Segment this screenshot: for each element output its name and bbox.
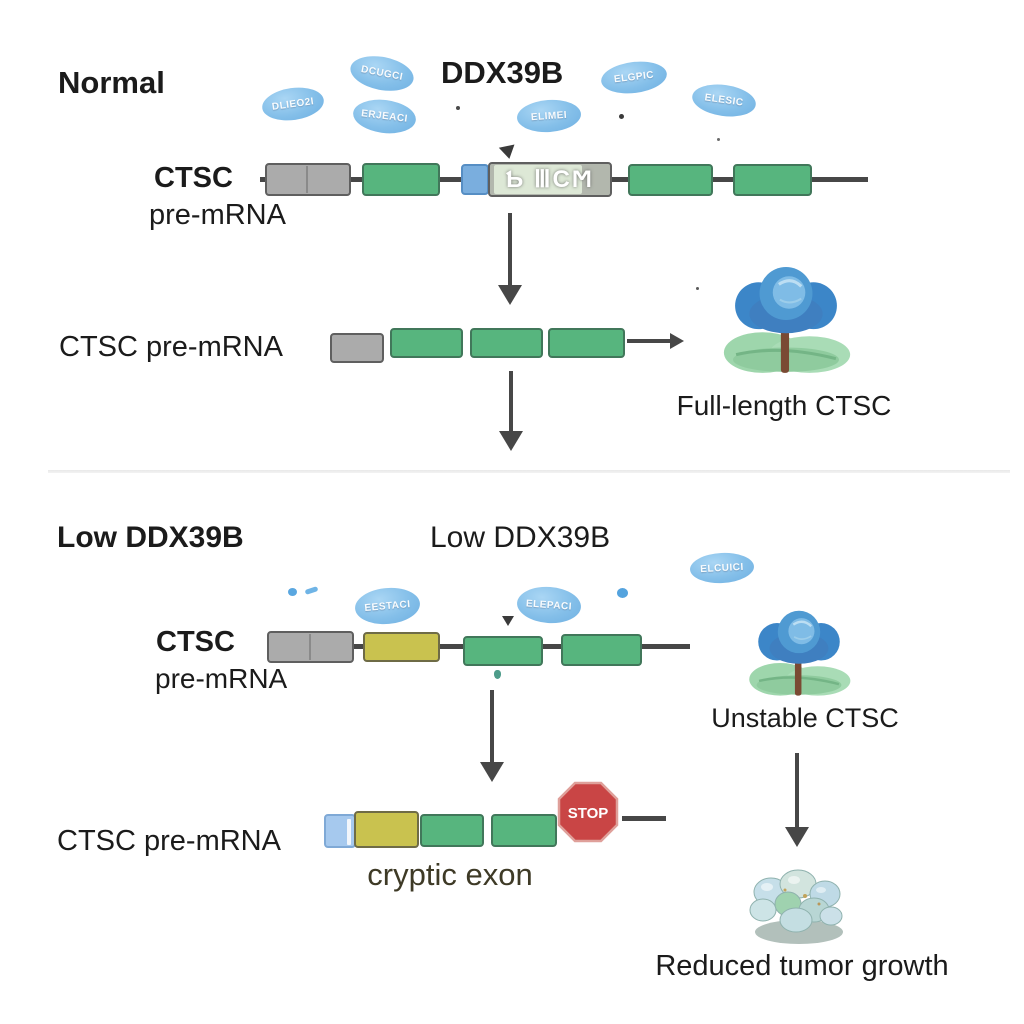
- speck: [617, 588, 628, 598]
- intron-box: [267, 631, 354, 663]
- intron-divider: [306, 166, 309, 193]
- intron-box: [330, 333, 384, 363]
- gene-name-label: CTSC: [154, 162, 233, 194]
- speck: [717, 138, 720, 141]
- speck: [288, 588, 297, 596]
- stop-sign-text: STOP: [568, 805, 609, 822]
- speck: [696, 287, 699, 290]
- ddx39b-molecule: DCUGCI: [347, 51, 417, 96]
- molecule-garble-text: DLIEO2I: [271, 95, 315, 113]
- full-length-ctsc-label: Full-length CTSC: [676, 390, 892, 421]
- low-condition-label: Low DDX39B: [430, 521, 611, 554]
- exon-box: [561, 634, 642, 666]
- exon-box: [390, 328, 463, 358]
- exon-box: [733, 164, 812, 196]
- tumor-cells-icon: [749, 869, 843, 944]
- speck: [619, 114, 624, 119]
- gene-type-label: pre-mRNA: [149, 199, 286, 231]
- molecule-garble-text: ELGPIC: [613, 69, 655, 86]
- binding-arrowhead-icon: [502, 616, 514, 626]
- molecule-garble-text: DCUGCI: [360, 64, 404, 83]
- exon-box: [470, 328, 543, 358]
- normal-section-label: Normal: [58, 65, 165, 100]
- molecule-garble-text: ERJEACI: [360, 108, 409, 125]
- tumor-arrow-head: [785, 827, 809, 847]
- utr-stripe: [347, 819, 351, 845]
- exon-box: [548, 328, 625, 358]
- ddx39b-molecule: EESTACI: [353, 585, 422, 627]
- speck: [494, 670, 501, 679]
- exon-box: [362, 163, 440, 196]
- speck: [456, 106, 460, 110]
- unstable-ctsc-tree-icon: [746, 609, 852, 699]
- intron-box: [265, 163, 351, 196]
- gene-name-label: CTSC: [156, 626, 235, 658]
- molecule-garble-text: ELIMEI: [530, 109, 568, 123]
- continuation-arrow-line: [509, 371, 513, 433]
- ddx39b-molecule: ELIMEI: [515, 97, 583, 135]
- exon-box: [420, 814, 484, 847]
- exon-box: [491, 814, 557, 847]
- exon-box: [628, 164, 713, 196]
- ddx39b-molecule: ERJEACI: [351, 96, 418, 137]
- low-section-label: Low DDX39B: [57, 521, 244, 554]
- gene-type-label: pre-mRNA: [155, 663, 288, 694]
- cryptic-exon-label: cryptic exon: [367, 857, 533, 892]
- molecule-garble-text: ELCUICI: [699, 561, 745, 575]
- spliced-mrna-label: CTSC pre-mRNA: [57, 825, 281, 857]
- ddx39b-title: DDX39B: [441, 55, 564, 90]
- molecule-garble-text: ELESIC: [703, 92, 745, 109]
- cryptic-exon-region-box: Ƅ ⅢCϺ: [488, 162, 612, 197]
- ddx39b-molecule: ELEPACI: [515, 584, 583, 626]
- spliced-mrna-label: CTSC pre-mRNA: [59, 331, 283, 363]
- continuation-arrow-head: [499, 431, 523, 451]
- ddx39b-molecule: ELCUICI: [689, 551, 755, 585]
- cryptic-exon-box: [354, 811, 419, 848]
- missplicing-arrow-head: [480, 762, 504, 782]
- ddx39b-molecule: ELESIC: [690, 80, 758, 121]
- cryptic-exon-highlight: [494, 165, 582, 194]
- cryptic-exon-box: [363, 632, 440, 662]
- cryptic-exon-garble-text: Ƅ ⅢCϺ: [506, 166, 594, 193]
- molecule-garble-text: EESTACI: [364, 598, 411, 614]
- panel-separator: [48, 470, 1010, 473]
- translation-arrow-head: [670, 333, 684, 349]
- tumor-arrow-line: [795, 753, 799, 829]
- molecule-garble-text: ELEPACI: [525, 597, 573, 613]
- unstable-ctsc-label: Unstable CTSC: [711, 703, 899, 733]
- stop-sign: STOP: [557, 781, 619, 843]
- missplicing-arrow-line: [490, 690, 494, 764]
- ddx39b-molecule: ELGPIC: [599, 58, 669, 97]
- splicing-arrow-line: [508, 213, 512, 287]
- binding-arrowhead-icon: [498, 144, 518, 161]
- speck: [304, 586, 319, 595]
- reduced-tumor-growth-label: Reduced tumor growth: [655, 950, 949, 982]
- intron-divider: [308, 634, 311, 660]
- ddx39b-molecule: DLIEO2I: [260, 83, 326, 125]
- mrna-tail-line: [622, 816, 666, 821]
- translation-arrow-line: [627, 339, 672, 343]
- splicing-arrow-head: [498, 285, 522, 305]
- full-length-ctsc-tree-icon: [718, 265, 854, 377]
- exon-box: [463, 636, 543, 666]
- utr-box: [324, 814, 356, 848]
- utr-box: [461, 164, 489, 195]
